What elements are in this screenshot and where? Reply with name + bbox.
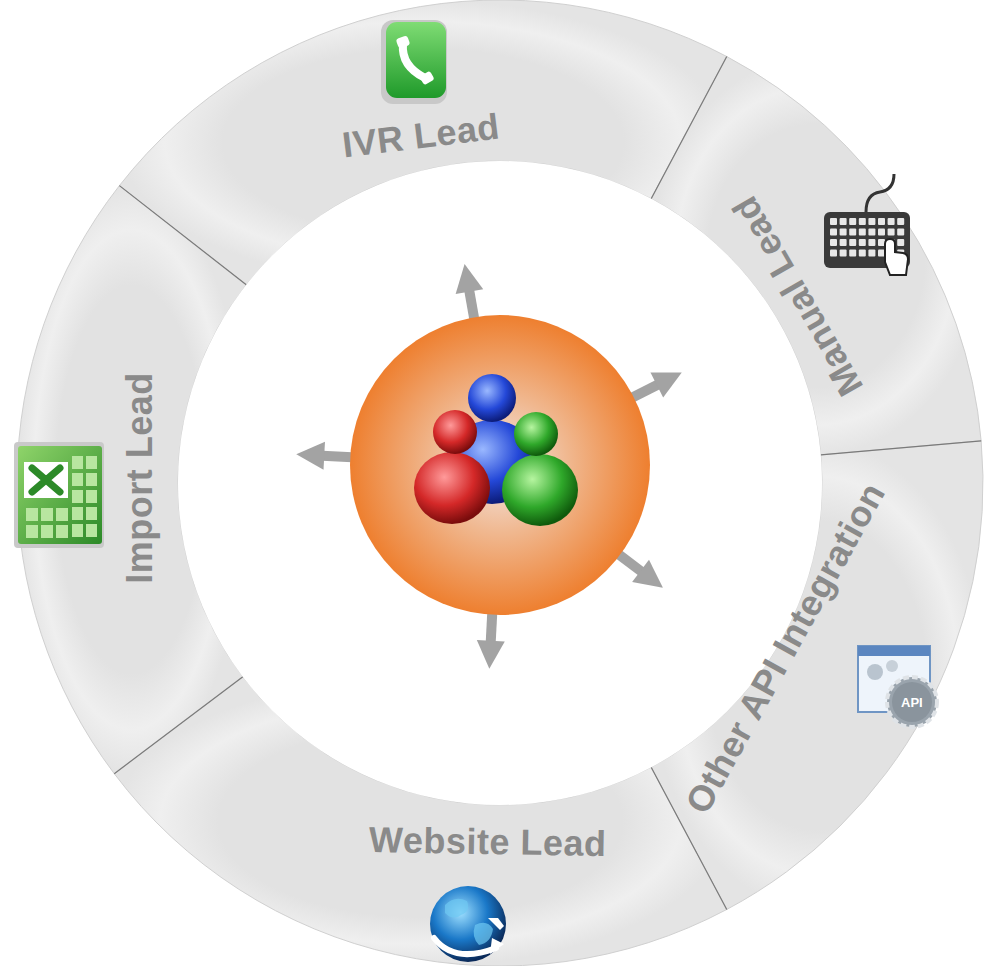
keyboard-icon bbox=[824, 174, 910, 275]
segment-label: Manual Lead bbox=[724, 189, 871, 403]
phone-icon bbox=[381, 20, 447, 104]
ring-segment-node: Import Lead bbox=[117, 366, 163, 590]
spread-arrow bbox=[475, 612, 506, 669]
ring-segment-node: Other API Integration bbox=[672, 469, 898, 826]
globe-icon bbox=[430, 886, 506, 962]
ring-segment-node: Manual Lead bbox=[719, 183, 877, 410]
segment-label: Import Lead bbox=[119, 372, 160, 584]
excel-icon bbox=[14, 442, 104, 548]
segment-divider bbox=[119, 186, 246, 285]
segment-label: Other API Integration bbox=[677, 475, 893, 820]
segment-divider bbox=[821, 441, 981, 455]
segment-label: IVR Lead bbox=[340, 106, 502, 166]
segment-divider bbox=[114, 677, 243, 774]
ring-segment-node: IVR Lead bbox=[334, 103, 508, 169]
spread-arrow bbox=[451, 262, 488, 322]
segment-divider bbox=[651, 57, 727, 199]
spread-arrow bbox=[296, 440, 353, 471]
ring-segment-node: Website Lead bbox=[362, 817, 612, 867]
segment-label: Website Lead bbox=[368, 819, 606, 864]
icon-text: API bbox=[901, 695, 923, 710]
people-icon bbox=[410, 374, 580, 530]
api-icon bbox=[858, 646, 937, 727]
center-circle bbox=[350, 315, 650, 615]
